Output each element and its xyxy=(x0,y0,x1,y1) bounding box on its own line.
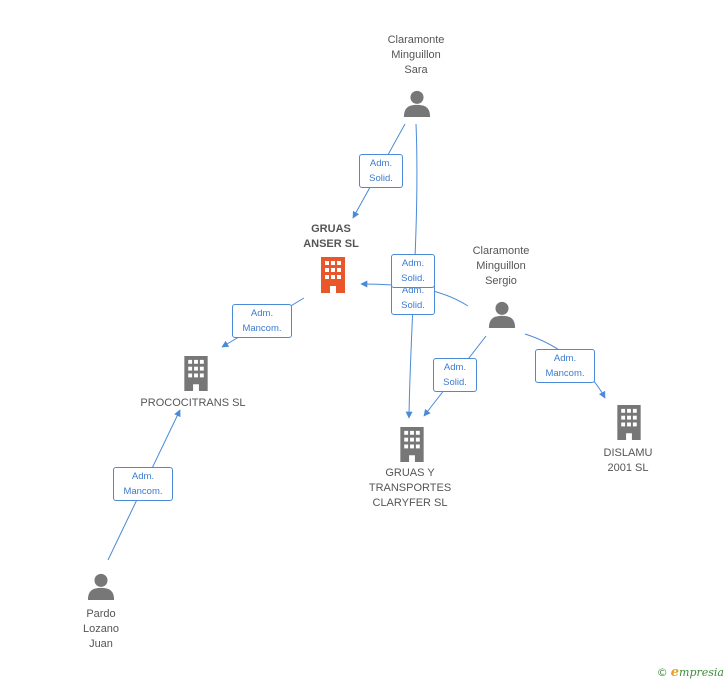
node-label-procotrans[interactable]: PROCOCITRANS SL xyxy=(133,396,253,411)
building-icon-dislamu[interactable] xyxy=(617,405,641,440)
node-label-claryfer[interactable]: GRUAS Y TRANSPORTES CLARYFER SL xyxy=(355,466,465,511)
building-icon-claryfer[interactable] xyxy=(400,427,424,462)
edge-label-gruas-anser-procotrans[interactable]: Adm. Mancom. xyxy=(232,304,292,338)
edge-label-line: Adm. xyxy=(401,258,425,269)
edge-label-line: Adm. xyxy=(553,353,577,364)
node-label-pardo[interactable]: Pardo Lozano Juan xyxy=(55,607,147,652)
building-icon-procotrans[interactable] xyxy=(184,356,208,391)
node-label-dislamu[interactable]: DISLAMU 2001 SL xyxy=(588,446,668,476)
edge-label-line: Mancom. xyxy=(123,486,163,497)
edge-label-sara-claryfer[interactable]: Adm. Solid. xyxy=(391,254,435,288)
label-line: Lozano xyxy=(82,623,120,635)
label-line: Minguillon xyxy=(476,260,526,272)
label-line: Claramonte xyxy=(472,245,530,257)
label-line: Sara xyxy=(404,64,428,76)
edge-label-line: Adm. xyxy=(443,362,467,373)
person-icon-pardo[interactable] xyxy=(87,573,115,600)
label-line: ANSER SL xyxy=(303,238,359,250)
label-line: CLARYFER SL xyxy=(372,497,448,509)
person-icon-sergio[interactable] xyxy=(488,301,516,328)
label-line: GRUAS xyxy=(311,223,351,235)
label-line: TRANSPORTES xyxy=(368,482,452,494)
person-icon-sara[interactable] xyxy=(403,90,431,117)
edge-label-line: Mancom. xyxy=(545,368,585,379)
edge-label-sergio-claryfer[interactable]: Adm. Solid. xyxy=(433,358,477,392)
label-line: Pardo xyxy=(86,608,116,620)
node-label-gruas-anser[interactable]: GRUAS ANSER SL xyxy=(285,222,377,252)
edge-label-line: Mancom. xyxy=(242,323,282,334)
label-line: DISLAMU xyxy=(603,447,653,459)
edge-label-line: Solid. xyxy=(401,273,425,284)
label-line: Juan xyxy=(89,638,113,650)
label-line: GRUAS Y xyxy=(385,467,435,479)
logo-initial: e xyxy=(670,665,680,680)
edge-label-sara-gruas-anser[interactable]: Adm. Solid. xyxy=(359,154,403,188)
edge-label-pardo-procotrans[interactable]: Adm. Mancom. xyxy=(113,467,173,501)
empresia-logo: ©empresia xyxy=(657,665,724,680)
edge-label-line: Solid. xyxy=(369,173,393,184)
edge-label-line: Adm. xyxy=(250,308,274,319)
edge-label-sergio-dislamu[interactable]: Adm. Mancom. xyxy=(535,349,595,383)
node-label-sergio[interactable]: Claramonte Minguillon Sergio xyxy=(455,244,547,289)
edge-label-line: Adm. xyxy=(131,471,155,482)
label-line: 2001 SL xyxy=(607,462,649,474)
label-line: Minguillon xyxy=(391,49,441,61)
edge-label-line: Solid. xyxy=(401,300,425,311)
copyright-symbol: © xyxy=(656,666,668,679)
logo-text: mpresia xyxy=(679,666,724,679)
node-label-sara[interactable]: Claramonte Minguillon Sara xyxy=(370,33,462,78)
label-line: Claramonte xyxy=(387,34,445,46)
edge-label-line: Adm. xyxy=(401,285,425,296)
edge-label-line: Solid. xyxy=(443,377,467,388)
label-line: Sergio xyxy=(485,275,517,287)
building-icon-gruas-anser[interactable] xyxy=(321,257,345,293)
edge-label-line: Adm. xyxy=(369,158,393,169)
label-line: PROCOCITRANS SL xyxy=(140,397,246,409)
